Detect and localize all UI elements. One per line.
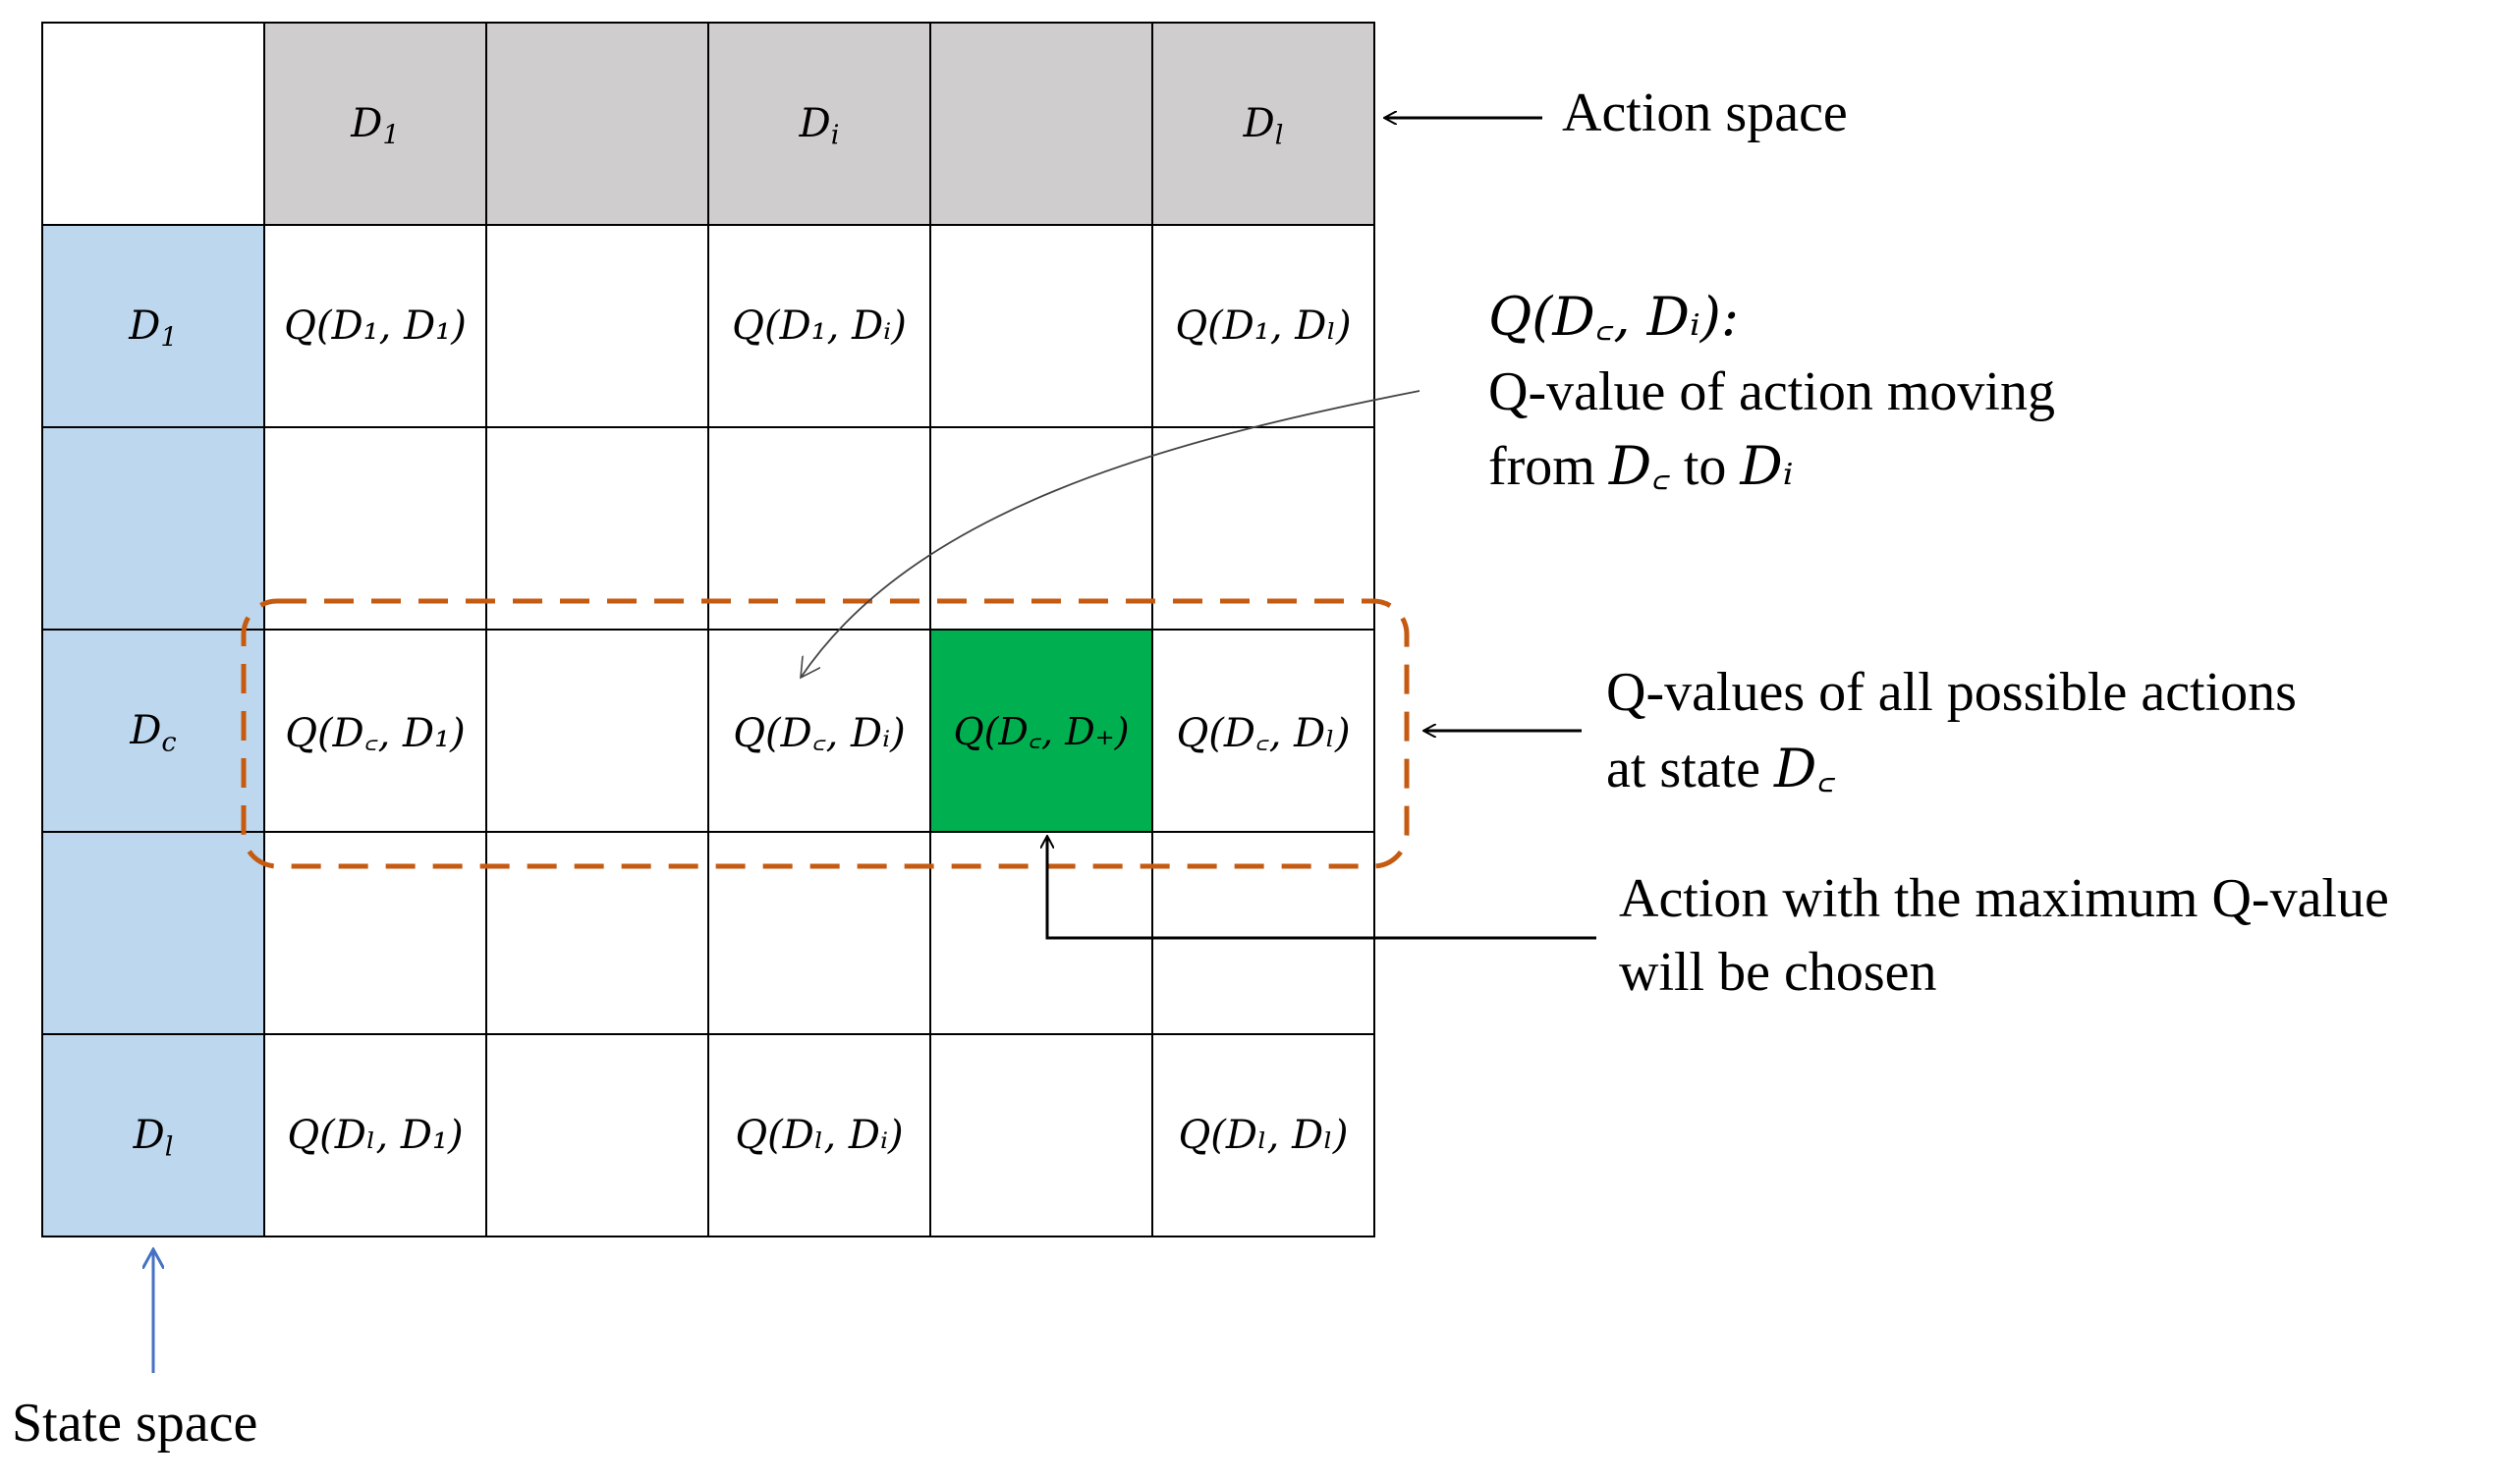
cell-label: Dl [1243, 101, 1284, 149]
state-label-cell: Dc [41, 629, 265, 833]
q-value-text: Q(D꜀, D₊) [953, 710, 1130, 753]
state-label-cell: Dl [41, 1033, 265, 1237]
q-value-cell [1151, 426, 1375, 631]
q-value-cell: Q(Dₗ, Dₗ) [1151, 1033, 1375, 1237]
q-value-text: Q(D꜀, Dₗ) [1176, 710, 1351, 756]
cell-label-subscript: c [161, 727, 177, 758]
action-header-cell: Di [707, 22, 931, 226]
q-value-text: Q(Dₗ, Dᵢ) [735, 1113, 904, 1158]
q-value-cell [263, 426, 487, 631]
max-action-line1: Action with the maximum Q-value [1619, 868, 2389, 929]
q-example-math: Q(D꜀, Dᵢ): [1488, 281, 1739, 354]
all-actions-line1: Q-values of all possible actions [1606, 662, 2297, 723]
cell-label-main: D [351, 101, 383, 146]
cell-label: Dc [130, 708, 176, 756]
action-space-label: Action space [1562, 82, 1848, 143]
q-example-line2: from D꜀ to Dᵢ [1488, 430, 1794, 503]
cell-label-main: D [133, 1113, 165, 1158]
cell-label-subscript: 1 [382, 120, 400, 151]
cell-label-main: D [130, 708, 162, 753]
cell-label-main: D [799, 101, 831, 146]
action-header-cell: D1 [263, 22, 487, 226]
q-value-text: Q(D₁, Dₗ) [1175, 303, 1352, 349]
q-value-text: Q(D꜀, Dᵢ) [733, 710, 906, 756]
state-space-label: State space [12, 1393, 258, 1454]
q-value-cell: Q(Dₗ, Dᵢ) [707, 1033, 931, 1237]
q-value-cell: Q(D₁, D₁) [263, 224, 487, 428]
max-q-value-cell: Q(D꜀, D₊) [929, 629, 1153, 833]
cell-label-subscript: 1 [160, 322, 178, 354]
cell-label-subscript: i [830, 120, 840, 151]
q-value-cell [485, 426, 709, 631]
q-value-cell [485, 1033, 709, 1237]
cell-label-main: D [129, 303, 161, 349]
q-value-cell: Q(Dₗ, D₁) [263, 1033, 487, 1237]
q-example-arrow [801, 390, 1420, 678]
q-value-text: Q(D₁, D₁) [284, 303, 467, 349]
action-header-cell [485, 22, 709, 226]
all-actions-prefix: at state [1606, 739, 1761, 799]
all-actions-line2: at state D꜀ [1606, 733, 1835, 805]
q-example-dc: D꜀ [1608, 435, 1670, 497]
all-actions-state: D꜀ [1774, 738, 1836, 799]
corner-cell [41, 22, 265, 226]
q-example-from: from [1488, 436, 1595, 497]
q-value-text: Q(D꜀, D₁) [285, 710, 466, 756]
q-value-text: Q(D₁, Dᵢ) [732, 303, 907, 349]
cell-label: D1 [129, 303, 177, 352]
cell-label-subscript: l [164, 1131, 174, 1163]
cell-label-main: D [1243, 101, 1275, 146]
q-value-cell [929, 1033, 1153, 1237]
cell-label-subscript: l [1274, 120, 1284, 151]
q-value-cell: Q(D₁, Dᵢ) [707, 224, 931, 428]
q-value-text: Q(Dₗ, D₁) [287, 1113, 464, 1158]
q-value-text: Q(Dₗ, Dₗ) [1178, 1113, 1349, 1158]
q-value-cell: Q(D꜀, D₁) [263, 629, 487, 833]
q-value-cell: Q(D₁, Dₗ) [1151, 224, 1375, 428]
q-example-di: Dᵢ [1740, 435, 1794, 497]
cell-label: D1 [351, 101, 399, 149]
cell-label: Dl [133, 1113, 174, 1161]
cell-label: Di [799, 101, 840, 149]
state-label-cell [41, 426, 265, 631]
max-action-line2: will be chosen [1619, 942, 1937, 1003]
q-example-formula: Q(D꜀, Dᵢ): [1488, 286, 1740, 348]
current-state-row-outline [241, 598, 1410, 869]
q-example-line1: Q-value of action moving [1488, 361, 2055, 422]
q-example-to: to [1683, 436, 1727, 497]
max-action-arrow [1047, 837, 1596, 940]
